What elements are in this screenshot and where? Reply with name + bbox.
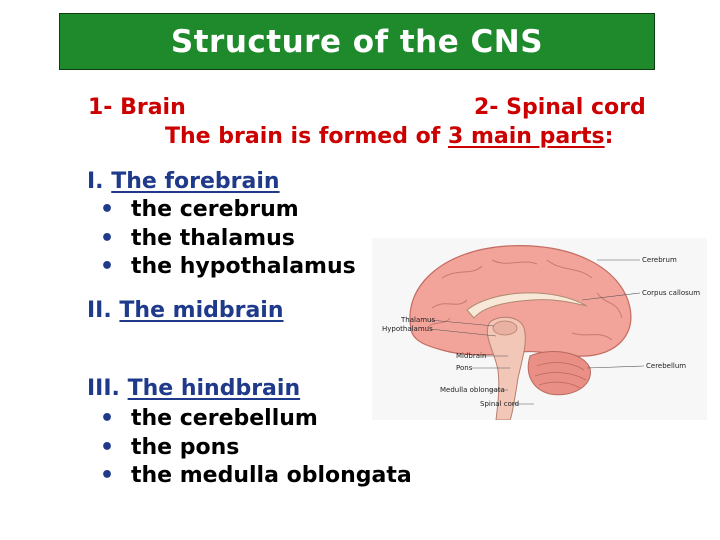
title-banner: Structure of the CNS	[59, 13, 655, 70]
section-title: The forebrain	[111, 169, 280, 194]
label-cerebellum: Cerebellum	[646, 362, 686, 370]
list-item: • the cerebellum	[100, 406, 318, 431]
intro-after: :	[604, 124, 614, 149]
list-item-text: the thalamus	[131, 226, 295, 251]
cerebellum-shape	[527, 351, 591, 396]
list-item-text: the cerebrum	[131, 197, 299, 222]
list-item: • the cerebrum	[100, 197, 299, 222]
section-numeral: II.	[87, 298, 112, 323]
label-midbrain: Midbrain	[456, 352, 486, 360]
bullet-icon: •	[100, 226, 115, 251]
corpus-callosum-shape	[466, 292, 588, 319]
list-item: • the thalamus	[100, 226, 295, 251]
label-corpus-callosum: Corpus callosum	[642, 289, 700, 297]
gyri-lines	[426, 259, 623, 341]
section-title: The hindbrain	[127, 376, 301, 401]
section-numeral: III.	[87, 376, 120, 401]
brainstem-shape	[486, 316, 526, 420]
list-item: • the pons	[100, 435, 239, 460]
section-hindbrain-heading: III. The hindbrain	[87, 376, 300, 401]
leader-lines	[429, 259, 645, 405]
section-forebrain-heading: I. The forebrain	[87, 169, 280, 194]
list-item-text: the pons	[131, 435, 240, 460]
intro-before: The brain is formed of	[165, 124, 448, 149]
thalamus-shape	[492, 320, 518, 336]
bullet-icon: •	[100, 197, 115, 222]
intro-sentence: The brain is formed of 3 main parts:	[165, 124, 613, 149]
brain-diagram: Cerebrum Corpus callosum Cerebellum Thal…	[372, 238, 707, 420]
section-numeral: I.	[87, 169, 104, 194]
label-medulla: Medulla oblongata	[440, 386, 505, 394]
page-title: Structure of the CNS	[170, 23, 544, 60]
label-thalamus: Thalamus	[400, 316, 435, 324]
division-brain: 1- Brain	[88, 95, 186, 120]
division-spinal-cord: 2- Spinal cord	[474, 95, 646, 120]
bullet-icon: •	[100, 254, 115, 279]
bullet-icon: •	[100, 463, 115, 488]
section-midbrain-heading: II. The midbrain	[87, 298, 284, 323]
list-item-text: the hypothalamus	[131, 254, 356, 279]
label-spinal-cord: Spinal cord	[480, 400, 519, 408]
label-pons: Pons	[456, 364, 473, 372]
list-item-text: the cerebellum	[131, 406, 318, 431]
label-hypothalamus: Hypothalamus	[382, 325, 433, 333]
cerebellum-folia	[534, 362, 587, 389]
intro-underlined: 3 main parts	[447, 124, 605, 149]
bullet-icon: •	[100, 435, 115, 460]
bullet-icon: •	[100, 406, 115, 431]
label-cerebrum: Cerebrum	[642, 256, 677, 264]
list-item: • the medulla oblongata	[100, 463, 412, 488]
section-title: The midbrain	[119, 298, 284, 323]
list-item-text: the medulla oblongata	[131, 463, 412, 488]
list-item: • the hypothalamus	[100, 254, 356, 279]
